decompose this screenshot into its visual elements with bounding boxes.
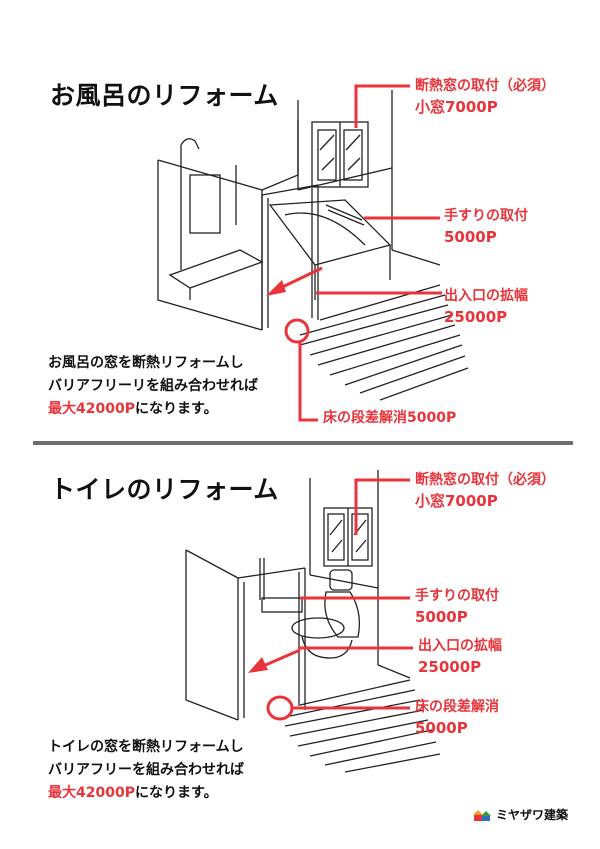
callout-points: 小窓7000P [415,492,498,510]
toilet-desc-line1: トイレの窓を断熱リフォームし [48,739,244,755]
toilet-description: トイレの窓を断熱リフォームし バリアフリーを組み合わせれば 最大42000Pにな… [48,736,244,805]
bathroom-illustration [157,84,469,422]
callout-points: 25000P [418,658,482,676]
toilet-section-title: トイレのリフォーム [50,475,279,504]
company-name: ミヤザワ建築 [496,808,569,822]
company-logo: ミヤザワ建築 [472,806,568,823]
callout-label: 出入口の拡幅 [418,638,502,654]
bath-callout-floor-step: 床の段差解消5000P [323,408,456,429]
section-divider [33,441,573,445]
callout-points: 小窓7000P [415,98,498,116]
toilet-desc-line3-rest: になります。 [134,785,218,801]
callout-label: 出入口の拡幅 [444,288,528,304]
bath-desc-line1: お風呂の窓を断熱リフォームし [48,355,244,371]
callout-label: 手すりの取付 [444,208,528,224]
toilet-illustration [185,470,441,773]
toilet-callout-doorway: 出入口の拡幅 25000P [418,636,502,678]
toilet-callout-floor-step: 床の段差解消 5000P [415,697,499,739]
callout-label: 断熱窓の取付（必須） [415,472,555,488]
toilet-max-points: 最大42000P [48,785,135,801]
bath-callout-window: 断熱窓の取付（必須） 小窓7000P [415,76,555,118]
callout-label: 床の段差解消 [415,699,499,715]
bath-callout-handrail: 手すりの取付 5000P [444,206,528,248]
bath-desc-line3: 最大42000Pになります。 [48,398,258,421]
callout-label: 床の段差解消5000P [323,410,457,426]
callout-label: 断熱窓の取付（必須） [415,78,555,94]
toilet-callout-window: 断熱窓の取付（必須） 小窓7000P [415,470,555,512]
callout-label: 手すりの取付 [415,588,499,604]
bath-section-title: お風呂のリフォーム [50,81,279,110]
bath-description: お風呂の窓を断熱リフォームし バリアフリーリを組み合わせれば 最大42000Pに… [48,352,258,421]
bath-callout-doorway: 出入口の拡幅 25000P [444,286,528,328]
toilet-desc-line3: 最大42000Pになります。 [48,782,244,805]
house-logo-icon [473,809,491,821]
toilet-callout-handrail: 手すりの取付 5000P [415,586,499,628]
callout-points: 5000P [444,228,497,246]
callout-points: 25000P [444,308,508,326]
callout-points: 5000P [415,719,468,737]
bath-desc-line2: バリアフリーリを組み合わせれば [48,378,258,394]
callout-points: 5000P [415,608,468,626]
bath-desc-line3-rest: になります。 [134,401,218,417]
toilet-desc-line2: バリアフリーを組み合わせれば [48,762,244,778]
bath-max-points: 最大42000P [48,401,135,417]
